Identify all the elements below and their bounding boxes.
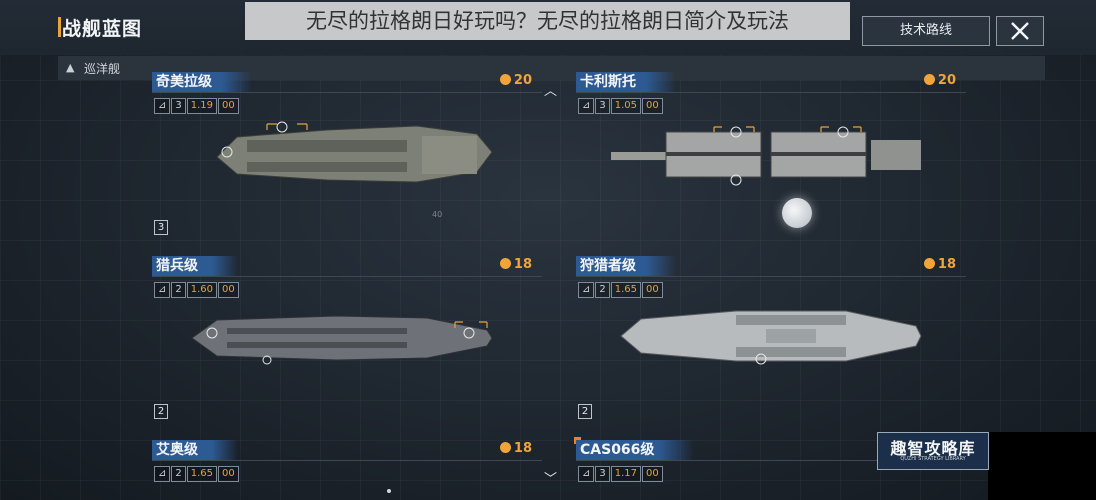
ship-name: 猎兵级 xyxy=(152,256,238,276)
ship-blueprint-image xyxy=(191,315,493,365)
class-icon: ⊿ xyxy=(154,282,171,298)
cost-icon xyxy=(923,74,935,85)
card-header: 狩猎者级 18 xyxy=(576,256,966,277)
stat-tier: 2 xyxy=(171,282,186,298)
article-caption: 无尽的拉格朗日好玩吗？无尽的拉格朗日简介及玩法 xyxy=(245,2,850,40)
ship-cost: 20 xyxy=(923,73,956,88)
category-label[interactable]: 巡洋舰 xyxy=(84,62,121,76)
ship-name: 狩猎者级 xyxy=(576,256,676,276)
card-header: CAS066级 xyxy=(576,440,966,461)
page-title: 战舰蓝图 xyxy=(62,18,143,40)
ship-name: CAS066级 xyxy=(576,440,695,460)
cruiser-icon: ▲ xyxy=(66,61,75,74)
stat-tier: 2 xyxy=(171,466,186,482)
scroll-up-icon[interactable]: ︿ xyxy=(544,84,558,99)
tier-badge: 2 xyxy=(154,404,168,419)
page-indicator xyxy=(387,489,391,493)
card-header: 猎兵级 18 xyxy=(152,256,542,277)
stat-tier: 3 xyxy=(171,98,186,114)
close-button[interactable] xyxy=(996,16,1044,46)
tier-badge: 2 xyxy=(578,404,592,419)
class-icon: ⊿ xyxy=(154,466,171,482)
ship-blueprint-image xyxy=(620,310,922,365)
stat-unit: 00 xyxy=(218,98,239,114)
cost-icon xyxy=(499,442,511,453)
stat-unit: 00 xyxy=(218,466,239,482)
stat-unit: 00 xyxy=(642,466,663,482)
watermark-subtitle: QUZHI STRATEGY LIBRARY xyxy=(900,456,966,462)
tier-badge: 3 xyxy=(154,220,168,235)
scroll-down-icon[interactable]: ﹀ xyxy=(544,472,558,487)
stat-value: 1.65 xyxy=(186,466,218,482)
ship-blueprint-image xyxy=(611,126,921,186)
ship-blueprint-image xyxy=(216,121,493,183)
ship-name: 艾奥级 xyxy=(152,440,238,460)
stat-unit: 00 xyxy=(218,282,239,298)
cost-icon xyxy=(499,74,511,85)
class-icon: ⊿ xyxy=(578,282,595,298)
stat-unit: 00 xyxy=(642,282,663,298)
cost-icon xyxy=(499,258,511,269)
stat-tier: 3 xyxy=(595,98,610,114)
cost-icon xyxy=(923,258,935,269)
close-icon xyxy=(1011,22,1029,40)
class-icon: ⊿ xyxy=(154,98,171,114)
title-accent xyxy=(58,17,61,37)
planet-icon xyxy=(782,198,812,228)
stat-value: 1.65 xyxy=(610,282,642,298)
stat-tier: 2 xyxy=(595,282,610,298)
ship-cost: 18 xyxy=(923,257,956,272)
watermark-logo: 趣智攻略库 QUZHI STRATEGY LIBRARY xyxy=(877,432,989,470)
stat-tier: 3 xyxy=(595,466,610,482)
stat-value: 1.17 xyxy=(610,466,642,482)
card-header: 卡利斯托 20 xyxy=(576,72,966,93)
ship-cost: 18 xyxy=(499,441,532,456)
card-header: 艾奥级 18 xyxy=(152,440,542,461)
watermark-title: 趣智攻略库 xyxy=(890,439,976,458)
stat-value: 1.05 xyxy=(610,98,642,114)
ship-name: 卡利斯托 xyxy=(576,72,676,92)
ship-cost: 18 xyxy=(499,257,532,272)
class-icon: ⊿ xyxy=(578,466,595,482)
tech-route-button[interactable]: 技术路线 xyxy=(862,16,990,46)
ship-name: 奇美拉级 xyxy=(152,72,252,92)
stat-value: 1.60 xyxy=(186,282,218,298)
blueprint-note: 40 xyxy=(432,210,443,219)
corner-overlay xyxy=(988,432,1096,500)
stat-value: 1.19 xyxy=(186,98,218,114)
class-icon: ⊿ xyxy=(578,98,595,114)
stat-unit: 00 xyxy=(642,98,663,114)
ship-cost: 20 xyxy=(499,73,532,88)
card-header: 奇美拉级 20 xyxy=(152,72,542,93)
